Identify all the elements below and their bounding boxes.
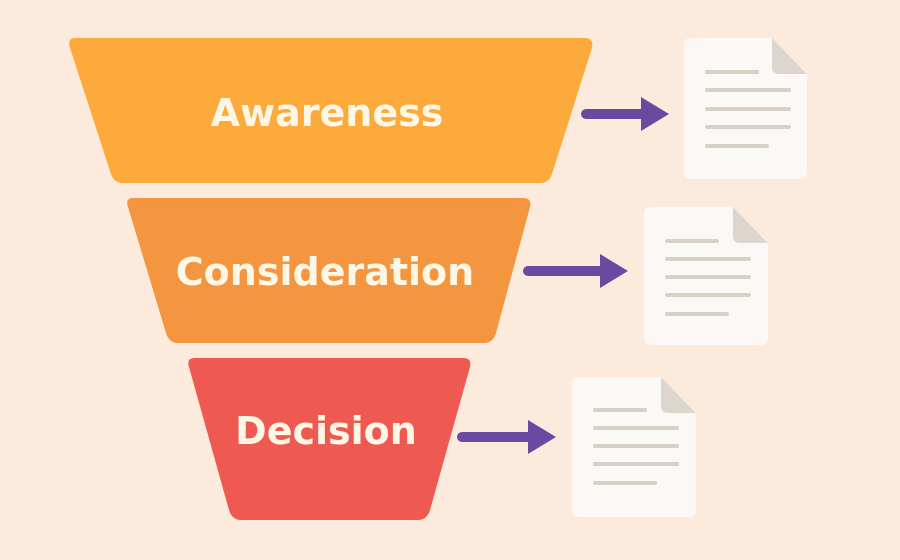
document-fold bbox=[661, 377, 696, 413]
document-icon bbox=[644, 207, 768, 345]
arrow-right-icon bbox=[581, 97, 669, 131]
funnel-stage-shape-decision bbox=[188, 358, 471, 520]
document-icon bbox=[684, 38, 807, 179]
document-fold bbox=[733, 207, 768, 243]
funnel-stage-consideration: Consideration bbox=[127, 198, 531, 343]
funnel-stage-label-consideration: Consideration bbox=[176, 250, 474, 294]
document-icon bbox=[572, 377, 696, 517]
arrow-right-icon bbox=[457, 420, 556, 454]
funnel-stage-awareness: Awareness bbox=[69, 38, 593, 183]
funnel-stage-label-decision: Decision bbox=[235, 409, 417, 453]
arrow-head bbox=[641, 97, 669, 131]
arrow-head bbox=[600, 254, 628, 288]
arrow-head bbox=[528, 420, 556, 454]
funnel-stage-decision: Decision bbox=[188, 358, 471, 520]
funnel-stage-label-awareness: Awareness bbox=[211, 91, 444, 135]
document-fold bbox=[772, 38, 807, 74]
arrow-right-icon bbox=[523, 254, 628, 288]
funnel-stage-shape-awareness bbox=[69, 38, 593, 183]
funnel-stage-shape-consideration bbox=[127, 198, 531, 343]
